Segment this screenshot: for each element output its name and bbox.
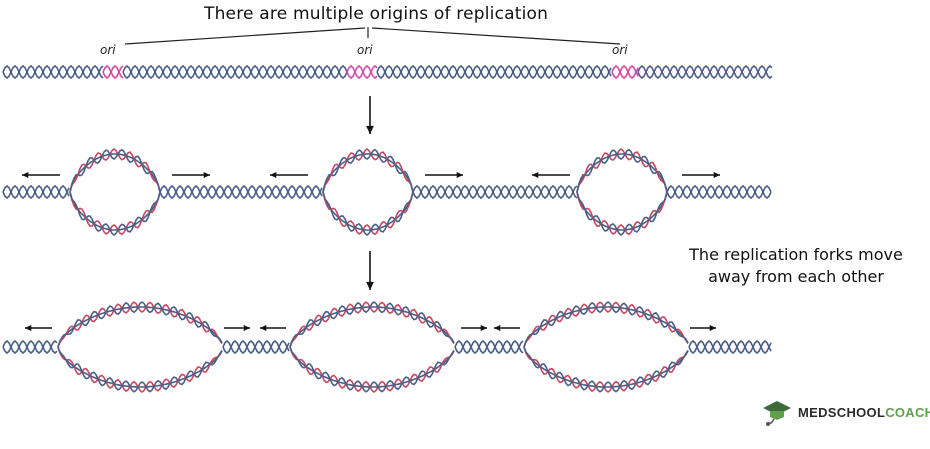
row3-bubble-1-top-helix	[57, 301, 223, 348]
row3-fork-arrow-1-right-head	[243, 324, 250, 332]
row2-bubble-1-top-new	[69, 147, 161, 193]
row2-bubble-2-bottom-new	[322, 191, 414, 236]
brand-name-part-b: COACH	[885, 404, 930, 420]
row1-ori-3-strand-b	[611, 64, 639, 80]
row3-bubble-3-bottom-helix	[523, 346, 689, 393]
row3-bubble-3-top-helix	[523, 301, 689, 348]
row2-bubble-1-bottom-helix	[69, 191, 161, 237]
row3-segment-4-strand-b	[688, 339, 772, 355]
down-arrow-1-head	[366, 125, 374, 134]
row1-segment-4-strand-b	[637, 64, 773, 80]
row3-bubble-3-bottom-new	[523, 346, 689, 393]
row3-segment-1-strand-b	[2, 339, 58, 355]
row1-ori-1-strand-b	[102, 64, 124, 80]
brand-name: MEDSCHOOLCOACH	[798, 405, 930, 420]
row1-ori-2-strand-b	[346, 64, 378, 80]
title-connector-left	[124, 27, 366, 45]
row2-bubble-3-bottom-helix	[576, 191, 668, 237]
row2-segment-1-strand-a	[2, 184, 70, 200]
brand-name-part-a: MEDSCHOOL	[798, 404, 886, 420]
row3-bubble-2-top-helix	[289, 301, 455, 348]
row3-bubble-2-bottom-new	[289, 346, 455, 393]
row3-bubble-1-top-new	[57, 301, 223, 348]
row2-fork-arrow-2-left-head	[270, 171, 277, 179]
diagram-title: There are multiple origins of replicatio…	[204, 4, 549, 24]
row3-fork-arrow-2-right-head	[480, 324, 487, 332]
row2-fork-arrow-3-left-head	[532, 171, 539, 179]
row2-segment-2-strand-b	[159, 184, 323, 200]
row3-segment-1-strand-a	[2, 339, 58, 355]
row3-segment-2-strand-a	[222, 339, 290, 355]
row3-segment-2-strand-b	[222, 339, 290, 355]
row3-fork-arrow-2-left-head	[260, 324, 267, 332]
row3-segment-3-strand-a	[454, 339, 524, 355]
row2-bubble-3-bottom-new	[576, 191, 668, 236]
row2-segment-4-strand-a	[666, 184, 772, 200]
row2-bubble-1-bottom-new	[69, 191, 161, 236]
fork-note: The replication forks move away from eac…	[676, 244, 916, 288]
row1-ori-3-strand-a	[611, 64, 639, 80]
row2-bubble-2-bottom-helix	[322, 191, 414, 237]
row2-segment-3-strand-a	[412, 184, 578, 200]
row2-segment-1-strand-b	[2, 184, 70, 200]
row3-segment-4-strand-a	[688, 339, 772, 355]
row2-bubble-2-top-helix	[322, 148, 414, 193]
row2-fork-arrow-1-right-head	[203, 171, 210, 179]
graduation-cap-icon	[763, 401, 791, 426]
row3-bubble-2-bottom-helix	[289, 346, 455, 393]
row2-fork-arrow-2-right-head	[456, 171, 463, 179]
row2-fork-arrow-3-right-head	[713, 171, 720, 179]
row3-bubble-1-bottom-helix	[57, 346, 223, 393]
row2-segment-4-strand-b	[666, 184, 772, 200]
row2-bubble-2-top-new	[322, 147, 414, 193]
title-connector-right	[371, 27, 621, 45]
row1-segment-1-strand-b	[2, 64, 104, 80]
row3-fork-arrow-1-left-head	[25, 324, 32, 332]
row1-ori-1-strand-a	[102, 64, 124, 80]
row1-segment-2-strand-b	[122, 64, 348, 80]
row3-bubble-3-top-new	[523, 301, 689, 348]
down-arrow-2-head	[366, 281, 374, 290]
row1-ori-2-strand-a	[346, 64, 378, 80]
row2-segment-2-strand-a	[159, 184, 323, 200]
row3-bubble-2-top-new	[289, 301, 455, 348]
row2-bubble-3-top-helix	[576, 148, 668, 193]
row3-fork-arrow-3-right-head	[709, 324, 716, 332]
ori-label-left: ori	[100, 43, 116, 57]
row1-segment-3-strand-a	[376, 64, 612, 80]
row2-bubble-1-top-helix	[69, 148, 161, 193]
row1-segment-1-strand-a	[2, 64, 104, 80]
row3-fork-arrow-3-left-head	[494, 324, 501, 332]
row3-bubble-1-bottom-new	[57, 346, 223, 393]
row1-segment-3-strand-b	[376, 64, 612, 80]
ori-label-middle: ori	[357, 43, 373, 57]
fork-note-line-2: away from each other	[708, 267, 884, 286]
row2-segment-3-strand-b	[412, 184, 578, 200]
row2-fork-arrow-1-left-head	[22, 171, 29, 179]
ori-label-right: ori	[612, 43, 628, 57]
row2-bubble-3-top-new	[576, 147, 668, 193]
fork-note-line-1: The replication forks move	[689, 245, 903, 264]
row3-segment-3-strand-b	[454, 339, 524, 355]
brand-logo: MEDSCHOOLCOACH	[762, 398, 930, 426]
